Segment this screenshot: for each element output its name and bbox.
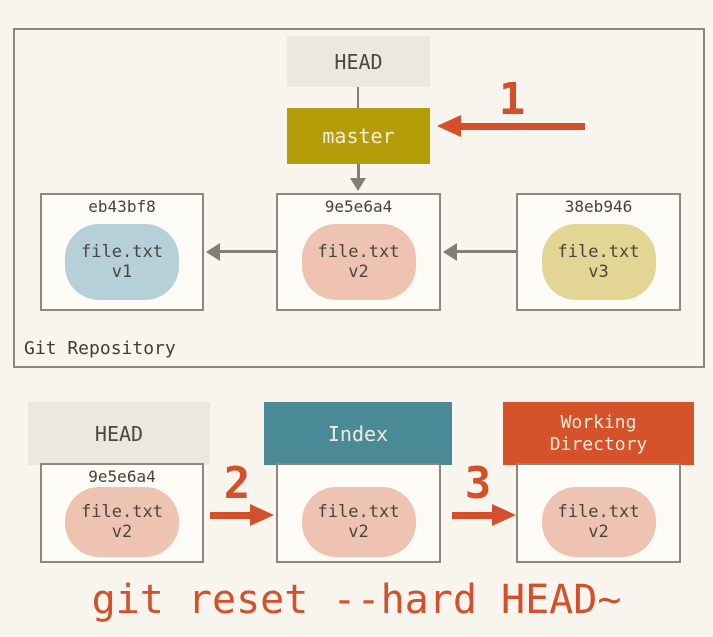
file-version: v2 bbox=[348, 522, 369, 542]
file-name: file.txt bbox=[81, 502, 163, 522]
step-2-number: 2 bbox=[223, 458, 251, 509]
file-name: file.txt bbox=[557, 242, 640, 262]
file-version: v1 bbox=[111, 262, 133, 282]
head-to-master-connector bbox=[357, 87, 359, 108]
step-3-number: 3 bbox=[464, 458, 492, 509]
step-2-arrowhead bbox=[250, 504, 274, 526]
file-blob-v1: file.txt v1 bbox=[65, 224, 179, 300]
file-blob-v2: file.txt v2 bbox=[301, 224, 416, 300]
commit-box-9e5e6a4: 9e5e6a4 file.txt v2 bbox=[276, 193, 441, 311]
head-pointer-label: HEAD bbox=[334, 49, 383, 74]
master-to-commit-arrowhead bbox=[350, 178, 366, 191]
commit-box-38eb946: 38eb946 file.txt v3 bbox=[516, 193, 681, 311]
working-directory-header: Working Directory bbox=[503, 402, 694, 465]
index-area-title: Index bbox=[327, 421, 389, 446]
master-to-commit-arrow-shaft bbox=[357, 164, 360, 180]
file-blob-v3: file.txt v3 bbox=[541, 224, 656, 300]
index-area-file-blob: file.txt v2 bbox=[301, 487, 416, 557]
step-3-arrow-shaft bbox=[452, 512, 492, 519]
index-area-box: file.txt v2 bbox=[276, 463, 441, 563]
index-area-header: Index bbox=[264, 402, 452, 465]
head-area-header: HEAD bbox=[28, 402, 210, 465]
commit3-to-commit2-arrow-shaft bbox=[457, 250, 516, 253]
file-name: file.txt bbox=[557, 502, 640, 522]
head-area-title: HEAD bbox=[94, 421, 144, 446]
file-version: v2 bbox=[348, 262, 369, 282]
master-branch-box: master bbox=[287, 108, 430, 164]
step-3-arrowhead bbox=[492, 504, 516, 526]
commit-hash: 38eb946 bbox=[564, 197, 633, 216]
commit2-to-commit1-arrowhead bbox=[206, 243, 220, 261]
commit-hash: 9e5e6a4 bbox=[324, 197, 393, 216]
commit-box-eb43bf8: eb43bf8 file.txt v1 bbox=[40, 193, 204, 311]
head-pointer-box: HEAD bbox=[287, 36, 430, 87]
step-1-arrow-shaft bbox=[461, 123, 585, 130]
working-directory-file-blob: file.txt v2 bbox=[541, 487, 656, 557]
working-directory-box: file.txt v2 bbox=[516, 463, 681, 563]
command-caption: git reset --hard HEAD~ bbox=[91, 577, 622, 623]
file-version: v2 bbox=[111, 522, 133, 542]
file-version: v2 bbox=[588, 522, 609, 542]
commit3-to-commit2-arrowhead bbox=[443, 243, 457, 261]
file-name: file.txt bbox=[317, 502, 400, 522]
file-version: v3 bbox=[588, 262, 609, 282]
head-area-file-blob: file.txt v2 bbox=[65, 487, 179, 557]
step-1-number: 1 bbox=[498, 74, 526, 125]
head-area-hash: 9e5e6a4 bbox=[88, 467, 156, 486]
step-1-arrowhead bbox=[437, 115, 461, 137]
file-name: file.txt bbox=[81, 242, 163, 262]
master-branch-label: master bbox=[322, 124, 395, 148]
git-repository-label: Git Repository bbox=[24, 338, 176, 359]
commit-hash: eb43bf8 bbox=[88, 197, 156, 216]
head-area-box: 9e5e6a4 file.txt v2 bbox=[40, 463, 204, 563]
working-directory-title: Working Directory bbox=[549, 411, 648, 455]
git-repository-container bbox=[13, 28, 705, 368]
commit2-to-commit1-arrow-shaft bbox=[220, 250, 276, 253]
file-name: file.txt bbox=[317, 242, 400, 262]
step-2-arrow-shaft bbox=[210, 512, 250, 519]
